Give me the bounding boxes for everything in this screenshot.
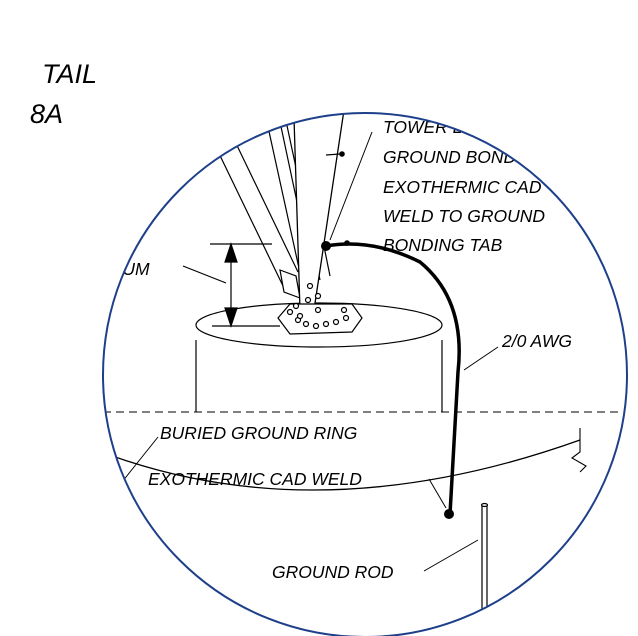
- min-height-dimension: [182, 242, 280, 328]
- label-ground-ring: BURIED GROUND RING: [160, 423, 357, 443]
- label-min-height: 2 FT MINIMUM: [29, 259, 150, 279]
- label-tower-leg-1: TOWER LEG: [383, 117, 488, 137]
- ground-rod: [480, 502, 489, 636]
- ring-break-marks: [571, 428, 587, 473]
- detail-contents: TOWER LEG GROUND BOND EXOTHERMIC CAD WEL…: [29, 113, 620, 636]
- detail-title-line-1: TAIL: [42, 59, 97, 89]
- label-cad-weld: EXOTHERMIC CAD WELD: [148, 469, 362, 489]
- label-ground-rod: GROUND ROD: [272, 562, 394, 582]
- base-plate: [277, 282, 363, 335]
- ring-cad-weld-dot: [444, 509, 454, 519]
- label-tower-leg-2: GROUND BOND: [383, 147, 517, 167]
- leg-cad-weld-dot: [321, 241, 331, 251]
- label-tower-leg-4: WELD TO GROUND: [383, 206, 545, 226]
- ground-conductor-2-0-awg: [324, 242, 461, 516]
- labels: TOWER LEG GROUND BOND EXOTHERMIC CAD WEL…: [29, 117, 572, 582]
- detail-title-line-2: 8A: [30, 99, 63, 129]
- label-tower-leg-3: EXOTHERMIC CAD: [383, 177, 542, 197]
- label-conductor: 2/0 AWG: [501, 331, 572, 351]
- label-tower-leg-5: BONDING TAB: [383, 235, 503, 255]
- detail-callout-circle: [102, 112, 628, 636]
